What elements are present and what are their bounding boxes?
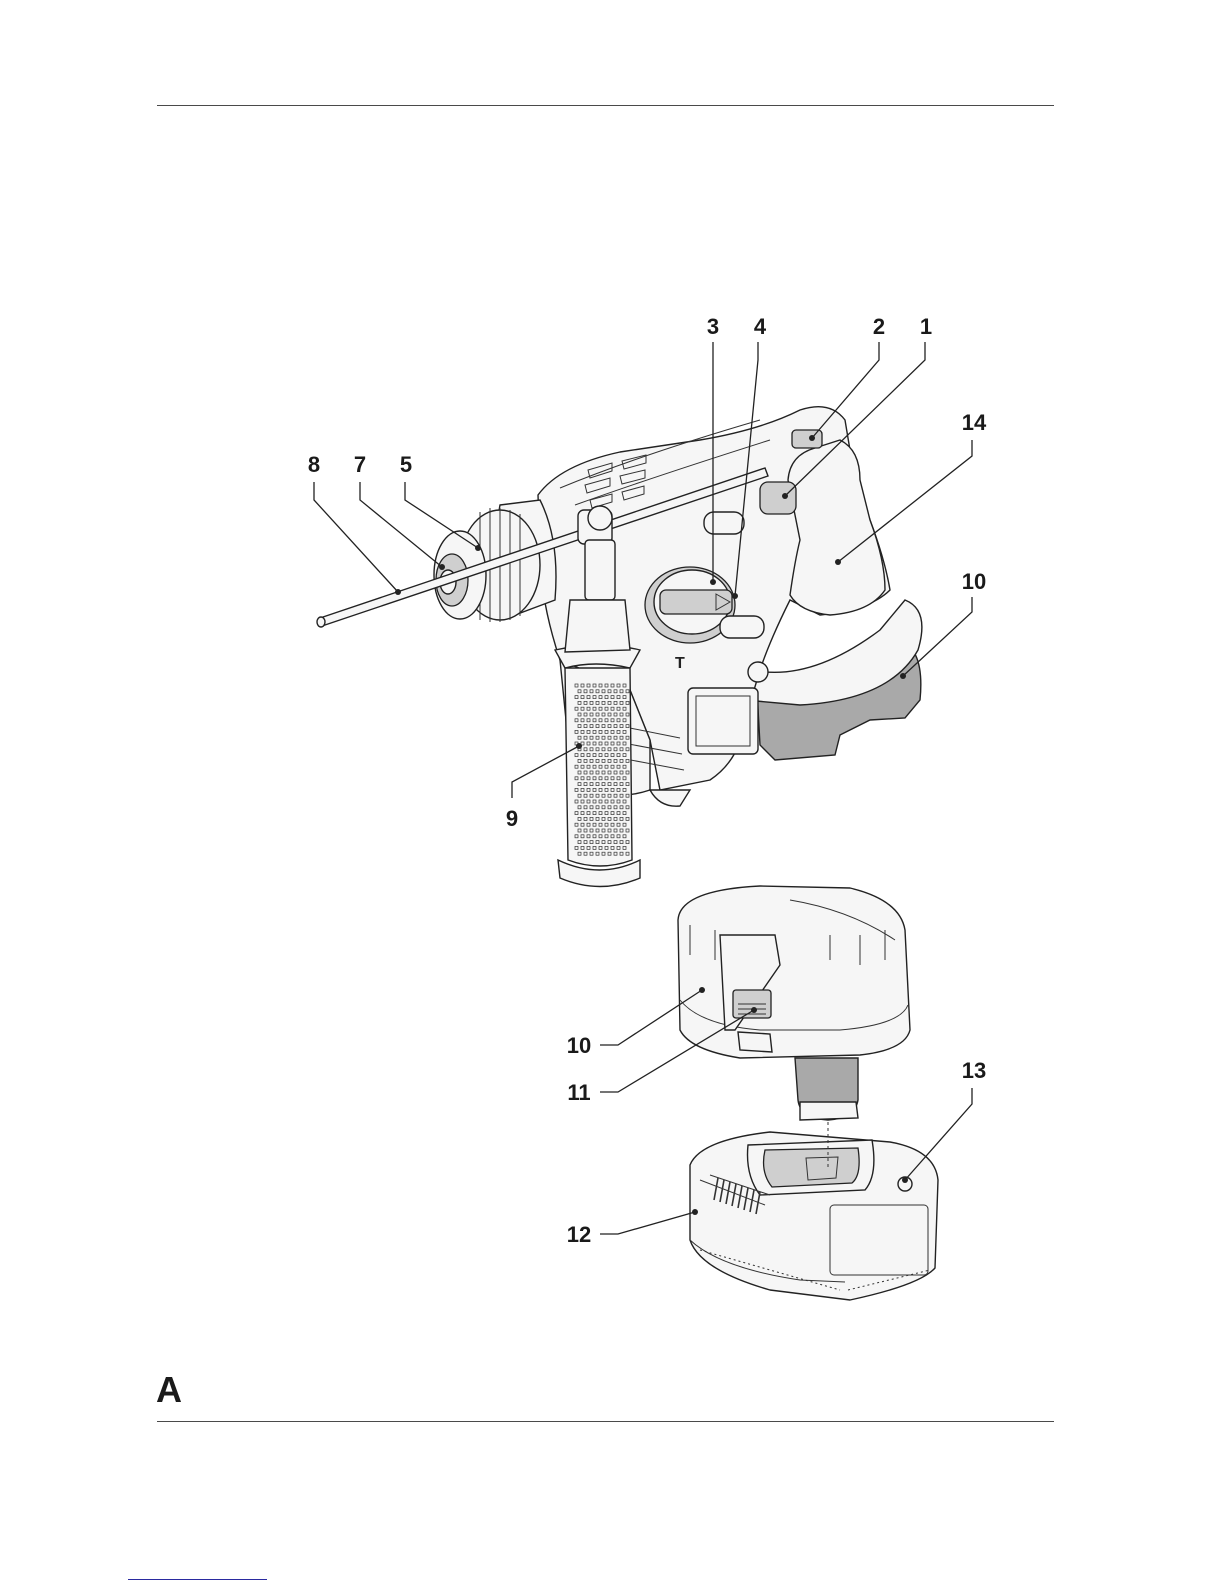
callout-14: 14	[962, 410, 987, 435]
callout-13: 13	[962, 1058, 986, 1083]
callout-2: 2	[873, 314, 885, 339]
callout-11: 11	[567, 1080, 590, 1105]
callout-4: 4	[754, 314, 767, 339]
svg-text:T: T	[675, 655, 685, 672]
callout-9: 9	[506, 806, 518, 831]
callout-3: 3	[707, 314, 719, 339]
callout-5: 5	[400, 452, 412, 477]
callout-10-battery: 10	[567, 1033, 591, 1058]
battery-pack-drawing	[678, 886, 910, 1120]
callout-1: 1	[920, 314, 932, 339]
callout-10-top: 10	[962, 569, 986, 594]
callout-8: 8	[308, 452, 320, 477]
callout-7: 7	[354, 452, 366, 477]
callout-12: 12	[567, 1222, 591, 1247]
battery-charger-drawing	[690, 1122, 938, 1300]
